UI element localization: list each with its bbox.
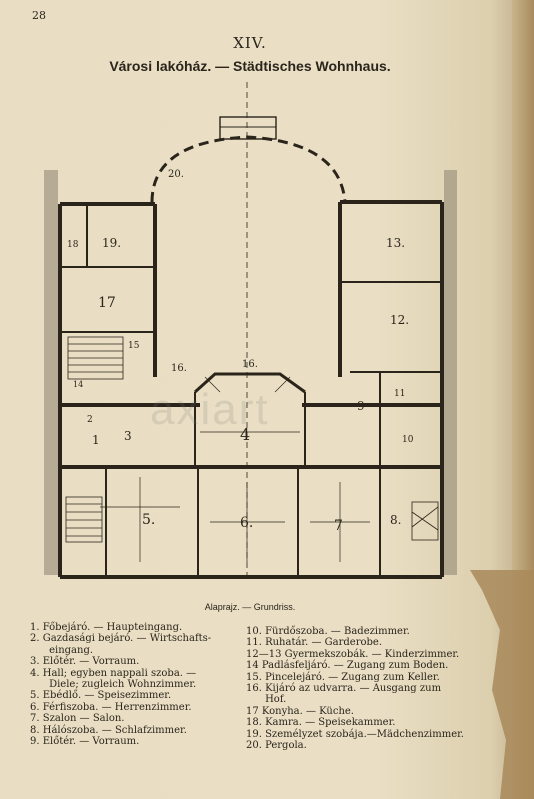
legend-item: 9. Előtér. — Vorraum. [30,736,140,748]
room-label: 5. [142,512,155,528]
room-label: 2 [87,415,93,425]
room-label: 9 [357,399,365,413]
plate-number: XIV. [233,34,267,52]
room-label: 6. [240,515,253,531]
legend-item: 5. Ebédlő. — Speisezimmer. [30,690,172,702]
legend-item: 19. Személyzet szobája.—Mädchenzimmer. [246,728,464,740]
room-label: 3 [124,429,132,443]
room-label: 18 [67,240,79,250]
legend-left: 1. Főbejáró. — Haupteingang. 2. Gazdaság… [30,622,242,747]
room-label: 11 [394,389,405,399]
legend-item: 3. Előtér. — Vorraum. [30,656,140,668]
legend-item: 10. Fürdőszoba. — Badezimmer. [246,626,410,637]
room-label: 7 [334,518,343,534]
watermark: axiart [150,385,270,434]
room-label: 10 [402,435,414,445]
room-label: 15 [128,341,140,351]
room-label: 4 [240,425,250,444]
legend-item: 11. Ruhatár. — Garderobe. [246,637,383,649]
room-label: 17 [98,295,116,311]
room-label: 16. [242,359,258,370]
legend-item: 15. Pincelejáró. — Zugang zum Keller. [246,671,440,683]
torn-corner [470,570,534,799]
legend-item: 18. Kamra. — Speisekammer. [246,717,396,729]
floor-plan: 1 2 3 4 5. 6. 7 8. 9 10 11 12. 13. 14 15… [44,82,457,582]
room-label: 20. [168,169,184,180]
legend-item: 12—13 Gyermekszobák. — Kinderzimmer. [246,648,460,660]
legend-item: 14 Padlásfeljáró. — Zugang zum Boden. [246,660,449,672]
room-label: 14 [73,380,83,389]
room-label: 1 [92,433,100,447]
legend-item: 6. Férfiszoba. — Herrenzimmer. [30,701,192,713]
legend-item: 16. Kijáró az udvarra. — Ausgang zum Hof… [246,683,442,706]
legend-item: 2. Gazdasági bejáró. — Wirtschafts- eing… [30,633,212,656]
room-label: 13. [386,236,405,250]
legend-item: 7. Szalon — Salon. [30,713,125,725]
room-label: 19. [102,236,121,250]
legend-item: 8. Hálószoba. — Schlafzimmer. [30,724,187,736]
page-number: 28 [32,9,46,22]
legend-item: 4. Hall; egyben nappali szoba. — Diele; … [30,667,197,691]
page-title: Városi lakóház. — Städtisches Wohnhaus. [109,58,391,74]
plan-caption: Alaprajz. — Grundriss. [204,602,296,612]
room-label: 8. [390,513,401,527]
legend-item: 1. Főbejáró. — Haupteingang. [30,622,183,633]
legend-right: 10. Fürdőszoba. — Badezimmer. 11. Ruhatá… [246,626,486,751]
room-label: 16. [171,363,187,374]
legend-item: 20. Pergola. [246,740,307,752]
legend-item: 17 Konyha. — Küche. [246,705,354,717]
room-label: 12. [390,313,409,327]
